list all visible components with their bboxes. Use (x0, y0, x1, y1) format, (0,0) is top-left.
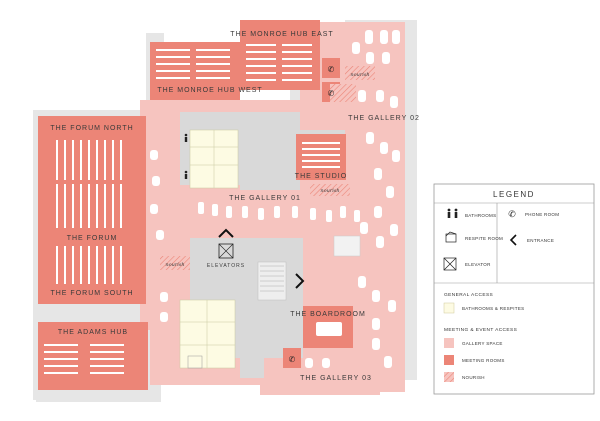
adams-hub-room[interactable] (38, 322, 148, 390)
legend-respite-room: RESPITE ROOM (465, 236, 503, 241)
label-monroe-hub-east: THE MONROE HUB EAST (230, 31, 333, 38)
legend-phone-room: PHONE ROOM (525, 212, 559, 217)
room-seating (44, 44, 342, 374)
meeting-rooms (38, 20, 353, 390)
monroe-hub-east-room[interactable] (240, 20, 320, 90)
legend-gallery-space: GALLERY SPACE (462, 341, 503, 346)
legend-swatch-nourish (444, 372, 454, 382)
label-gallery-02: THE GALLERY 02 (348, 115, 420, 122)
phone-icon: ✆ (328, 89, 335, 98)
entrance-icon (218, 228, 234, 238)
label-adams-hub: THE ADAMS HUB (58, 329, 128, 336)
phone-icon: ✆ (328, 65, 335, 74)
elevator-icon (218, 243, 234, 259)
phone-icon: ✆ (289, 355, 296, 364)
studio-room[interactable] (296, 134, 346, 180)
label-forum: THE FORUM (67, 235, 118, 242)
legend-nourish: NOURISH (462, 375, 485, 380)
legend-title: LEGEND (493, 190, 535, 199)
legend-swatch-meeting-rooms (444, 355, 454, 365)
label-nourish-3: nourish (165, 262, 184, 268)
legend-respite-icon (445, 231, 457, 243)
legend-swatch-bathrooms-respites (443, 302, 455, 314)
room-labels: THE MONROE HUB EAST THE MONROE HUB WEST … (50, 31, 420, 382)
legend-entrance-icon (509, 234, 517, 246)
label-monroe-hub-west: THE MONROE HUB WEST (157, 87, 262, 94)
legend-bathrooms: BATHROOMS (465, 213, 496, 218)
legend-bathrooms-respites: BATHROOMS & RESPITES (462, 306, 524, 311)
label-gallery-01: THE GALLERY 01 (229, 195, 301, 202)
bathroom-icon (184, 133, 188, 179)
legend-elevator: ELEVATOR (465, 262, 491, 267)
legend-meeting-event-access: MEETING & EVENT ACCESS (444, 327, 517, 333)
label-forum-north: THE FORUM NORTH (50, 125, 133, 132)
legend: LEGEND BATHROOMS RESPITE ROOM ELEVATOR ✆… (433, 183, 595, 395)
label-elevators: ELEVATORS (207, 263, 245, 269)
entrance-icon (295, 273, 305, 289)
legend-phone-icon: ✆ (508, 209, 516, 219)
legend-swatch-gallery-space (444, 338, 454, 348)
phone-room-3[interactable] (283, 348, 301, 368)
label-boardroom: THE BOARDROOM (290, 311, 366, 318)
phone-room-1[interactable] (322, 58, 340, 78)
label-studio: THE STUDIO (295, 173, 347, 180)
legend-bathrooms-icon (447, 208, 458, 218)
gallery-tables (150, 30, 400, 368)
bathrooms-respites-area (179, 129, 239, 369)
label-nourish-2: nourish (320, 188, 339, 194)
nourish-areas (160, 66, 375, 270)
legend-entrance: ENTRANCE (527, 238, 554, 243)
legend-elevator-icon (443, 257, 457, 271)
map-icons: ✆ ✆ ✆ (184, 65, 335, 364)
label-gallery-03: THE GALLERY 03 (300, 375, 372, 382)
legend-general-access: GENERAL ACCESS (444, 292, 493, 298)
legend-meeting-rooms: MEETING ROOMS (462, 358, 505, 363)
label-forum-south: THE FORUM SOUTH (50, 290, 133, 297)
label-nourish-1: nourish (350, 72, 369, 78)
